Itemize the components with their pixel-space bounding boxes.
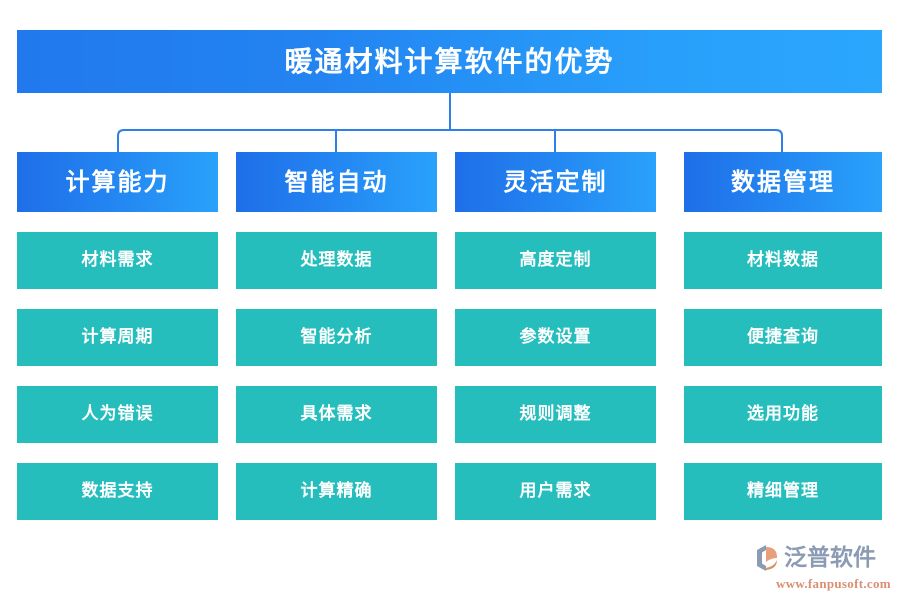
item-label-3-4: 用户需求: [519, 481, 592, 501]
item-label-1-3: 人为错误: [81, 404, 154, 424]
item-label-3-2: 参数设置: [519, 327, 592, 347]
brand-logo: 泛普软件 www.fanpusoft.com: [752, 543, 892, 591]
category-label-2: 智能自动: [284, 168, 389, 196]
item-label-2-3: 具体需求: [300, 404, 373, 424]
item-box-4-4[interactable]: 精细管理: [684, 463, 882, 520]
column-1: 计算能力 材料需求 计算周期 人为错误 数据支持: [17, 152, 218, 520]
item-box-1-1[interactable]: 材料需求: [17, 232, 218, 289]
logo-url: www.fanpusoft.com: [776, 576, 891, 591]
item-box-1-2[interactable]: 计算周期: [17, 309, 218, 366]
category-box-4[interactable]: 数据管理: [684, 152, 882, 212]
category-box-3[interactable]: 灵活定制: [455, 152, 656, 212]
diagram-title-banner: 暖通材料计算软件的优势: [17, 30, 882, 93]
item-label-1-2: 计算周期: [81, 327, 154, 347]
item-label-1-4: 数据支持: [81, 481, 154, 501]
item-box-4-3[interactable]: 选用功能: [684, 386, 882, 443]
connector-bracket: [117, 93, 783, 152]
connector-rail: [117, 129, 783, 152]
item-label-2-1: 处理数据: [300, 250, 373, 270]
item-box-2-3[interactable]: 具体需求: [236, 386, 437, 443]
item-label-3-3: 规则调整: [519, 404, 592, 424]
column-4: 数据管理 材料数据 便捷查询 选用功能 精细管理: [684, 152, 882, 520]
logo-wordmark: 泛普软件: [784, 544, 876, 571]
column-2: 智能自动 处理数据 智能分析 具体需求 计算精确: [236, 152, 437, 520]
category-box-1[interactable]: 计算能力: [17, 152, 218, 212]
logo-row: 泛普软件: [752, 543, 892, 573]
item-label-3-1: 高度定制: [519, 250, 592, 270]
category-label-1: 计算能力: [65, 168, 170, 196]
item-label-1-1: 材料需求: [81, 250, 154, 270]
item-box-4-2[interactable]: 便捷查询: [684, 309, 882, 366]
category-label-4: 数据管理: [731, 168, 835, 196]
category-box-2[interactable]: 智能自动: [236, 152, 437, 212]
item-label-2-4: 计算精确: [300, 481, 373, 501]
item-label-4-2: 便捷查询: [747, 327, 819, 347]
item-box-1-4[interactable]: 数据支持: [17, 463, 218, 520]
fanpu-logo-icon: [757, 545, 777, 571]
item-label-4-4: 精细管理: [747, 481, 819, 501]
item-box-3-4[interactable]: 用户需求: [455, 463, 656, 520]
item-box-3-3[interactable]: 规则调整: [455, 386, 656, 443]
item-box-3-2[interactable]: 参数设置: [455, 309, 656, 366]
category-label-3: 灵活定制: [503, 168, 608, 196]
item-label-4-1: 材料数据: [747, 250, 819, 270]
item-box-2-1[interactable]: 处理数据: [236, 232, 437, 289]
item-label-2-2: 智能分析: [300, 327, 373, 347]
item-box-4-1[interactable]: 材料数据: [684, 232, 882, 289]
item-box-2-4[interactable]: 计算精确: [236, 463, 437, 520]
item-box-1-3[interactable]: 人为错误: [17, 386, 218, 443]
column-3: 灵活定制 高度定制 参数设置 规则调整 用户需求: [455, 152, 656, 520]
diagram-title-text: 暖通材料计算软件的优势: [284, 44, 615, 78]
item-box-3-1[interactable]: 高度定制: [455, 232, 656, 289]
item-label-4-3: 选用功能: [747, 404, 819, 424]
item-box-2-2[interactable]: 智能分析: [236, 309, 437, 366]
